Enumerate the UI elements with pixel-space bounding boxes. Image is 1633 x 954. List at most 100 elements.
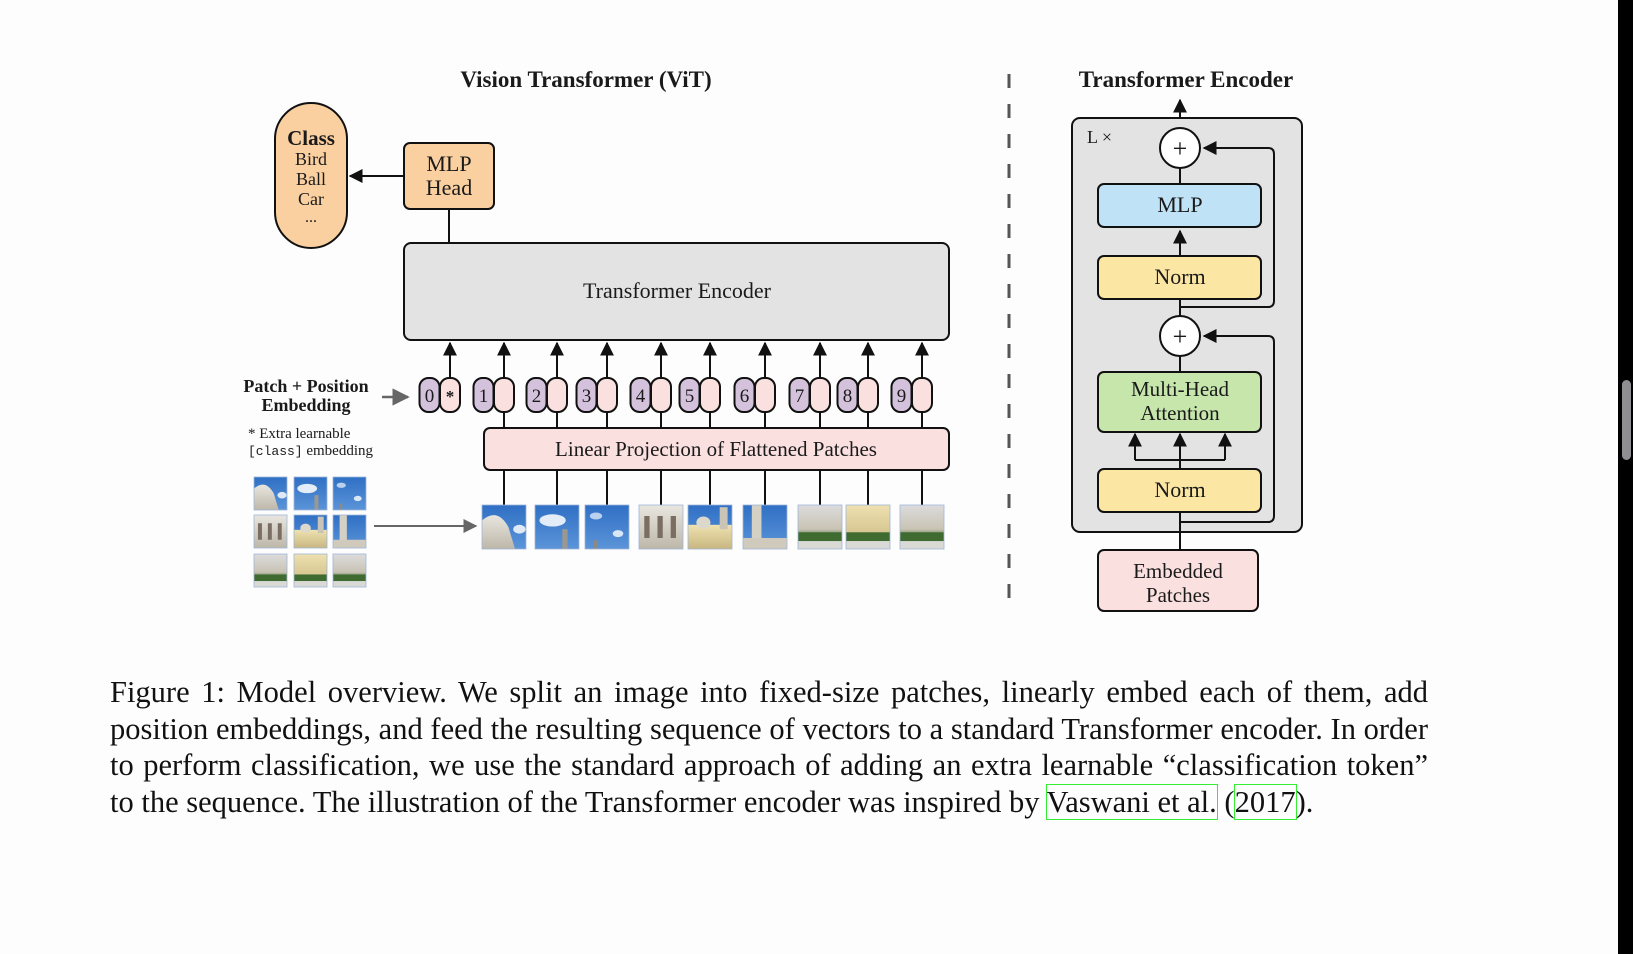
linear-projection-box: Linear Projection of Flattened Patches bbox=[483, 427, 950, 471]
norm-label: Norm bbox=[1154, 477, 1205, 502]
image-patch bbox=[332, 476, 367, 511]
encoder-mlp-label: MLP bbox=[1157, 192, 1202, 217]
image-patch bbox=[332, 553, 367, 588]
class-output-box: Class Bird Ball Car ... bbox=[274, 102, 348, 249]
citation-close: ). bbox=[1295, 784, 1314, 819]
position-index: 2 bbox=[532, 386, 542, 407]
image-patch bbox=[293, 553, 328, 588]
patch-embedding bbox=[493, 377, 515, 413]
image-patch bbox=[293, 514, 328, 549]
attention-label: Attention bbox=[1140, 401, 1220, 425]
embedding-token-pair: 0* bbox=[418, 341, 461, 413]
image-patch bbox=[742, 504, 788, 550]
patch-embedding bbox=[754, 377, 776, 413]
image-patch bbox=[253, 476, 288, 511]
position-index: 0 bbox=[425, 386, 435, 407]
image-patch bbox=[253, 514, 288, 549]
embedding-token-pair: 7 bbox=[788, 341, 831, 505]
image-patch bbox=[332, 514, 367, 549]
norm-box-top bbox=[1097, 255, 1262, 300]
encoder-mlp-box bbox=[1097, 183, 1262, 228]
citation-year-link[interactable]: 2017 bbox=[1233, 783, 1297, 820]
norm-box-bottom bbox=[1097, 468, 1262, 513]
class-token-marker: * bbox=[446, 387, 455, 406]
class-embedding-note: [class] embedding bbox=[248, 443, 374, 459]
image-patch bbox=[687, 504, 733, 550]
embedding-token-pair: 9 bbox=[890, 341, 933, 505]
embedded-patches-label: Patches bbox=[1146, 583, 1210, 607]
embedding-token-pair: 4 bbox=[629, 341, 672, 505]
transformer-encoder-label: Transformer Encoder bbox=[583, 278, 772, 303]
linear-projection-label: Linear Projection of Flattened Patches bbox=[555, 437, 877, 461]
mlp-head-label: Head bbox=[426, 175, 472, 200]
class-label: ... bbox=[305, 209, 317, 226]
extra-learnable-note: * Extra learnable bbox=[248, 426, 351, 442]
caption-text: Figure 1: Model overview. We split an im… bbox=[110, 675, 1428, 819]
attention-label: Multi-Head bbox=[1131, 377, 1229, 401]
patch-position-label: Embedding bbox=[261, 395, 350, 415]
patch-embedding bbox=[596, 377, 618, 413]
image-patch bbox=[253, 553, 288, 588]
embedding-token-pair: 1 bbox=[472, 341, 515, 505]
image-patch bbox=[584, 504, 630, 550]
class-heading: Class bbox=[287, 126, 335, 150]
image-patch bbox=[638, 504, 684, 550]
patch-embedding bbox=[911, 377, 933, 413]
citation-authors-link[interactable]: Vaswani et al. bbox=[1045, 783, 1218, 820]
embedding-token-pair: 6 bbox=[733, 341, 776, 505]
transformer-encoder-box: Transformer Encoder bbox=[403, 242, 950, 341]
class-code: [class] bbox=[248, 444, 303, 459]
figure-caption: Figure 1: Model overview. We split an im… bbox=[110, 674, 1428, 820]
position-index: 8 bbox=[843, 386, 853, 407]
scrollbar-thumb[interactable] bbox=[1622, 380, 1631, 460]
citation-open: ( bbox=[1216, 784, 1235, 819]
plus-icon: + bbox=[1173, 134, 1188, 163]
encoder-block-detail: L × + + MLP Norm Multi-Head Attention bbox=[1071, 98, 1303, 612]
mlp-head-box: MLP Head bbox=[403, 142, 495, 210]
image-patch bbox=[797, 504, 843, 550]
scrollbar-track[interactable] bbox=[1618, 0, 1633, 954]
embedding-token-pair: 5 bbox=[678, 341, 721, 505]
image-patch bbox=[534, 504, 580, 550]
position-index: 7 bbox=[795, 386, 805, 407]
norm-label: Norm bbox=[1154, 264, 1205, 289]
embedding-token-pair: 3 bbox=[575, 341, 618, 505]
class-label: Bird bbox=[295, 149, 327, 169]
patch-embedding bbox=[439, 377, 461, 413]
patch-embedding bbox=[699, 377, 721, 413]
add-node-bottom: + bbox=[1159, 315, 1201, 357]
position-index: 1 bbox=[479, 386, 489, 407]
repeat-label: L × bbox=[1087, 127, 1112, 147]
encoder-detail-title: Transformer Encoder bbox=[1079, 67, 1293, 92]
flattened-patch-row bbox=[481, 504, 945, 550]
position-index: 9 bbox=[897, 386, 907, 407]
image-patch bbox=[293, 476, 328, 511]
position-index: 5 bbox=[685, 386, 695, 407]
image-patch bbox=[845, 504, 891, 550]
embedded-patches-label: Embedded bbox=[1133, 559, 1223, 583]
class-label: Car bbox=[298, 189, 324, 209]
add-node-top: + bbox=[1159, 127, 1201, 169]
attention-box bbox=[1097, 371, 1262, 433]
plus-icon: + bbox=[1173, 322, 1188, 351]
position-index: 3 bbox=[582, 386, 592, 407]
residual-path-2 bbox=[1180, 141, 1275, 308]
mlp-head-label: MLP bbox=[426, 151, 471, 176]
patch-embedding bbox=[546, 377, 568, 413]
vit-title: Vision Transformer (ViT) bbox=[460, 67, 711, 92]
patch-embedding bbox=[650, 377, 672, 413]
vit-figure: Vision Transformer (ViT) Transformer Enc… bbox=[243, 67, 1303, 612]
embedding-token-pair: 2 bbox=[525, 341, 568, 505]
residual-path-1 bbox=[1180, 329, 1275, 523]
embedding-word: embedding bbox=[303, 443, 374, 459]
class-label: Ball bbox=[296, 169, 326, 189]
embedded-patches-box bbox=[1097, 549, 1259, 612]
image-patch bbox=[481, 504, 527, 550]
position-index: 6 bbox=[740, 386, 750, 407]
image-patch bbox=[899, 504, 945, 550]
input-image-grid bbox=[253, 476, 367, 588]
patch-embedding bbox=[809, 377, 831, 413]
embedding-token-pair: 8 bbox=[836, 341, 879, 505]
